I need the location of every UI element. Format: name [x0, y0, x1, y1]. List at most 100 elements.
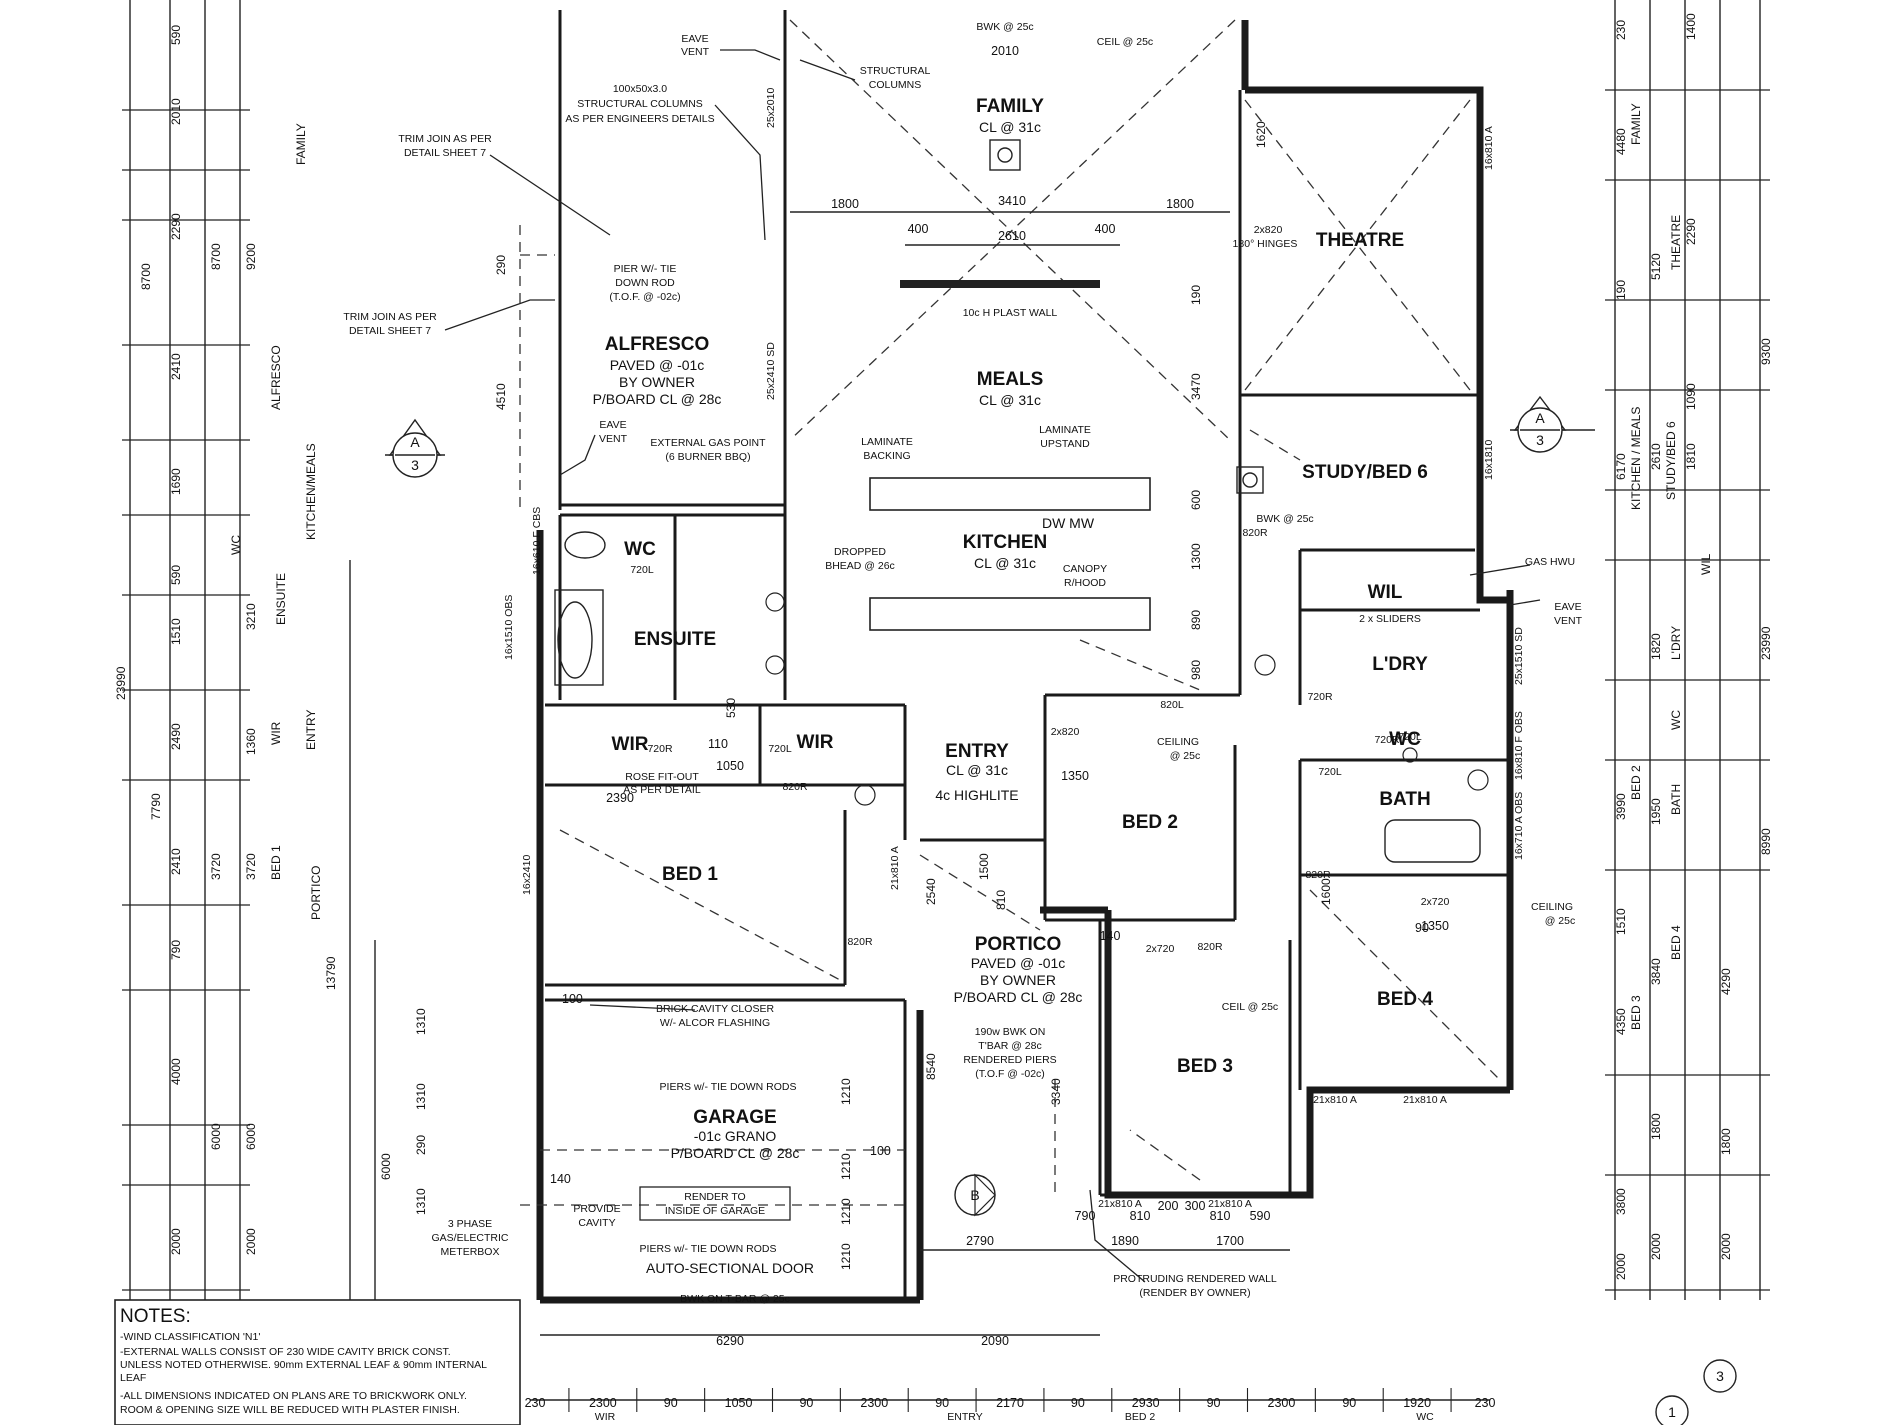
dim-left: 4000 — [169, 1058, 183, 1085]
dim-bottom-row: 90 — [1071, 1396, 1085, 1410]
note-dropped-bhead: BHEAD @ 26c — [825, 560, 895, 572]
room-portico-ceiling: P/BOARD CL @ 28c — [954, 989, 1083, 1005]
room-alfresco-floor: PAVED @ -01c — [610, 357, 705, 373]
dim-right-label: KITCHEN / MEALS — [1629, 407, 1643, 510]
notes-box: NOTES: -WIND CLASSIFICATION 'N1' -EXTERN… — [114, 1299, 521, 1425]
room-portico: PORTICO — [975, 934, 1062, 955]
dim-garage: 1210 — [839, 1198, 853, 1225]
note-ceil: CEIL @ 25c — [1222, 1001, 1278, 1013]
dim-inner: 2390 — [606, 791, 634, 805]
dim-bottom-label: BED 2 — [1125, 1411, 1156, 1423]
dim-bottom: 790 — [1075, 1209, 1096, 1223]
note-eave-vent: VENT — [1554, 615, 1583, 627]
note-trim-join: TRIM JOIN AS PER — [398, 133, 492, 145]
note-pier-tie: (T.O.F. @ -02c) — [609, 291, 680, 303]
dim-bottom-row: 2300 — [589, 1396, 617, 1410]
dim-inner: 2540 — [924, 878, 938, 905]
dim-bottom-row: 2170 — [996, 1396, 1024, 1410]
room-meals: MEALS — [977, 369, 1044, 390]
window-tag: 16x810 F OBS — [1513, 711, 1525, 780]
dim-bottom-row: 90 — [799, 1396, 813, 1410]
dim-inner: 110 — [708, 737, 728, 751]
note-ceiling: CEILING — [1157, 736, 1199, 748]
note-laminate-backing: LAMINATE — [861, 436, 913, 448]
dim-right-label: BATH — [1669, 784, 1683, 815]
room-garage: GARAGE — [693, 1107, 776, 1128]
door-tag: 820R — [1305, 869, 1331, 881]
note-piers: PIERS w/- TIE DOWN RODS — [640, 1243, 777, 1255]
dim-inner: 3470 — [1189, 373, 1203, 400]
door-tag: 720L — [1398, 731, 1422, 743]
note-structural-columns: STRUCTURAL — [860, 65, 931, 77]
dim-right: 1810 — [1684, 443, 1698, 470]
dim-right-label: WIL — [1699, 553, 1713, 575]
note-render-garage: INSIDE OF GARAGE — [665, 1205, 765, 1217]
dim-right-label: L'DRY — [1669, 626, 1683, 660]
dim-right: 1090 — [1684, 383, 1698, 410]
dim-right: 4480 — [1614, 128, 1628, 155]
dim-inner: 1620 — [1254, 121, 1268, 148]
door-tag: 720R — [647, 743, 673, 755]
window-tag: 25x1510 SD — [1513, 627, 1525, 685]
window-tag: 21x810 A — [1208, 1198, 1252, 1210]
section-number: 3 — [1536, 432, 1544, 448]
dim-left: 3720 — [244, 853, 258, 880]
dim-right: 5120 — [1649, 253, 1663, 280]
dim-left-label: WIR — [269, 721, 283, 745]
dim-right: 2610 — [1649, 443, 1663, 470]
dim-left: 590 — [169, 25, 183, 45]
dim-right: 4290 — [1719, 968, 1733, 995]
left-dimension-strings: 23990 7790 13790 6000 590 2010 2290 2410… — [114, 0, 393, 1300]
dim-right: 2000 — [1614, 1253, 1628, 1280]
dim-inner: 90 — [1415, 921, 1429, 935]
dim-right: 1510 — [1614, 908, 1628, 935]
dim-garage: 1210 — [839, 1078, 853, 1105]
note-eave-vent: EAVE — [681, 33, 708, 45]
dim-inner: 1350 — [1421, 919, 1449, 933]
note-eave-vent: VENT — [681, 46, 710, 58]
dim-right-label: BED 2 — [1629, 765, 1643, 800]
dim-top: 400 — [908, 222, 929, 236]
dim-right: 4350 — [1614, 1008, 1628, 1035]
room-bed2: BED 2 — [1122, 812, 1178, 833]
dim-top: 1800 — [1166, 197, 1194, 211]
notes-line: LEAF — [120, 1372, 146, 1384]
dim-inner: 8540 — [924, 1053, 938, 1080]
room-wir: WIR — [612, 734, 649, 755]
dim-right: 2000 — [1719, 1233, 1733, 1260]
dim-bottom-row: 1050 — [725, 1396, 753, 1410]
dim-left: 2290 — [169, 213, 183, 240]
note-dropped-bhead: DROPPED — [834, 546, 886, 558]
annotations: EAVE VENT STRUCTURAL COLUMNS 100x50x3.0 … — [343, 21, 1582, 1305]
room-wir: WIR — [797, 732, 834, 753]
dim-left-label: ENTRY — [304, 710, 318, 750]
window-tag: 16x2410 — [521, 855, 533, 895]
dim-right: 190 — [1614, 280, 1628, 300]
dim-right-label: BED 3 — [1629, 995, 1643, 1030]
note-ceiling: @ 25c — [1170, 750, 1201, 762]
note-meterbox: 3 PHASE — [448, 1218, 492, 1230]
window-tag: 16x710 A OBS — [1513, 792, 1525, 860]
sheet-number: 1 — [1668, 1404, 1676, 1420]
dim-bottom: 2090 — [981, 1334, 1009, 1348]
note-brick-closer: W/- ALCOR FLASHING — [660, 1017, 770, 1029]
dim-left: 8700 — [209, 243, 223, 270]
dim-left: 3720 — [209, 853, 223, 880]
room-entry-highlite: 4c HIGHLITE — [935, 787, 1018, 803]
door-tag: 820L — [1160, 699, 1184, 711]
dim-garage: 1310 — [414, 1188, 428, 1215]
dim-left: 2010 — [169, 98, 183, 125]
dim-left: 1510 — [169, 618, 183, 645]
dim-left: 2000 — [244, 1228, 258, 1255]
dim-inner: 890 — [1189, 610, 1203, 630]
room-alfresco-ceiling: P/BOARD CL @ 28c — [593, 391, 722, 407]
room-wc: WC — [624, 539, 656, 560]
note-hinges: 2x820 — [1254, 224, 1283, 236]
dim-right: 2290 — [1684, 218, 1698, 245]
note-trim-join: DETAIL SHEET 7 — [404, 147, 486, 159]
dim-garage: 100 — [870, 1144, 891, 1158]
dim-garage: 1310 — [414, 1008, 428, 1035]
room-kitchen: KITCHEN — [963, 532, 1047, 553]
door-tag: 2x820 — [1051, 726, 1080, 738]
